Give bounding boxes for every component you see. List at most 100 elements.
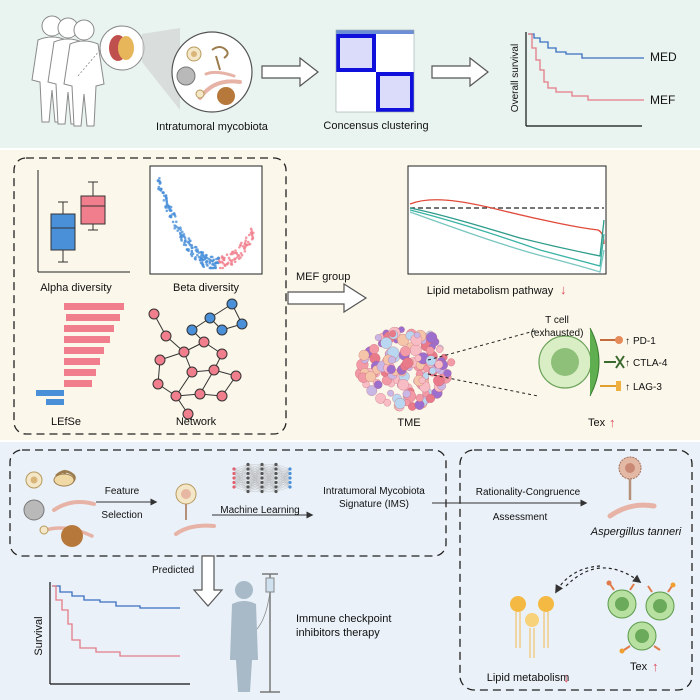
beta-point [218,266,222,270]
beta-point [209,255,213,259]
nn-edge [247,468,263,492]
beta-point [222,258,226,262]
lefse-label: LEfSe [51,416,81,428]
nn-node [274,480,278,485]
lag3-up-arrow: ↑ [625,382,630,393]
tme-cell [447,358,456,367]
beta-point [181,230,184,234]
beta-point [158,177,161,180]
beta-point [211,259,215,263]
beta-point [187,237,191,240]
nn-node [232,467,236,471]
beta-point [204,256,207,260]
tme-cell [422,365,430,373]
nn-edge [247,486,263,492]
beta-point [216,257,220,260]
t-cell-sublabel: (exhausted) [531,328,584,339]
species-label: Aspergillus tanneri [590,526,682,538]
nn-edge [233,464,249,474]
beta-point [220,255,224,258]
nn-node [288,480,292,485]
beta-point [245,243,249,247]
beta-point [190,246,193,250]
beta-point [244,239,248,242]
panel-3-background [0,442,700,700]
beta-point [223,264,227,267]
beta-point [194,248,198,252]
tme-cell [414,354,422,362]
beta-point [194,245,197,249]
beta-point [162,199,166,202]
interaction-arrow-left [555,565,601,594]
tme-cell [426,331,438,344]
nn-edge [247,473,263,492]
nn-edge [233,468,249,488]
arrow-to-clustering-icon [261,56,319,88]
beta-point [179,228,182,231]
beta-point [223,256,226,260]
tme-cell [433,374,445,387]
panel-2: Alpha diversity Beta diversity LEfSe [0,150,700,440]
tme-label: TME [397,417,420,429]
beta-point [249,231,253,235]
beta-point [243,241,247,244]
nn-edge [247,464,263,483]
beta-point [190,250,194,254]
panel-1: Intratumoral mycobiota Concensus cluster… [0,0,700,148]
beta-diversity-scatter [149,165,263,275]
high-risk-curve [52,585,180,657]
assessment-dashed-box [459,449,693,691]
beta-point [221,266,224,270]
aspergillus-tanneri-icon [607,456,657,519]
nn-edge [261,464,277,474]
nn-edge [275,464,291,470]
nn-edge [233,464,249,470]
nn-edge [233,482,249,488]
beta-point [198,258,202,262]
beta-point [179,226,182,229]
nn-edge [261,486,277,492]
tme-cell-cluster [355,326,456,412]
beta-point [190,254,194,258]
tme-cell [425,355,437,366]
ims-line1: Intratumoral Mycobiota [323,486,425,497]
nn-node [288,471,292,476]
nn-edge [261,464,277,470]
tme-cell [402,389,411,398]
beta-point [201,263,205,266]
beta-point [164,195,168,199]
bottom-survival-ylabel: Survival [33,616,45,655]
nn-node [288,485,292,489]
nn-edge [247,464,263,479]
beta-point [158,182,162,185]
rationality-line2: Assessment [493,512,548,523]
t-cell-label: T cell [545,315,569,326]
tex-bottom-label: Tex [630,661,648,673]
beta-point [233,260,237,264]
beta-point [171,213,174,216]
mef-group-arrow-icon [287,282,368,314]
beta-point [197,251,201,254]
ctla4-up-arrow: ↑ [625,358,630,369]
beta-point [233,257,236,261]
tme-cell [380,337,393,349]
beta-point [236,253,240,257]
pd1-label: PD-1 [633,336,656,347]
beta-point [211,266,215,270]
tme-cell [413,331,421,339]
nn-edge [275,486,291,492]
beta-point [169,215,173,218]
nn-node [260,462,264,467]
tme-cell [383,398,392,407]
arrow-to-survival-icon [431,56,489,88]
tme-cell [369,344,380,354]
beta-point [208,266,212,270]
beta-point [180,239,183,242]
lipid-metabolism-label: Lipid metabolism [487,672,570,684]
nn-edge [233,486,249,492]
tme-cell [374,334,382,342]
beta-point [243,250,247,253]
beta-point [182,243,186,247]
beta-point [207,257,211,261]
ims-survival-plot [49,582,190,685]
